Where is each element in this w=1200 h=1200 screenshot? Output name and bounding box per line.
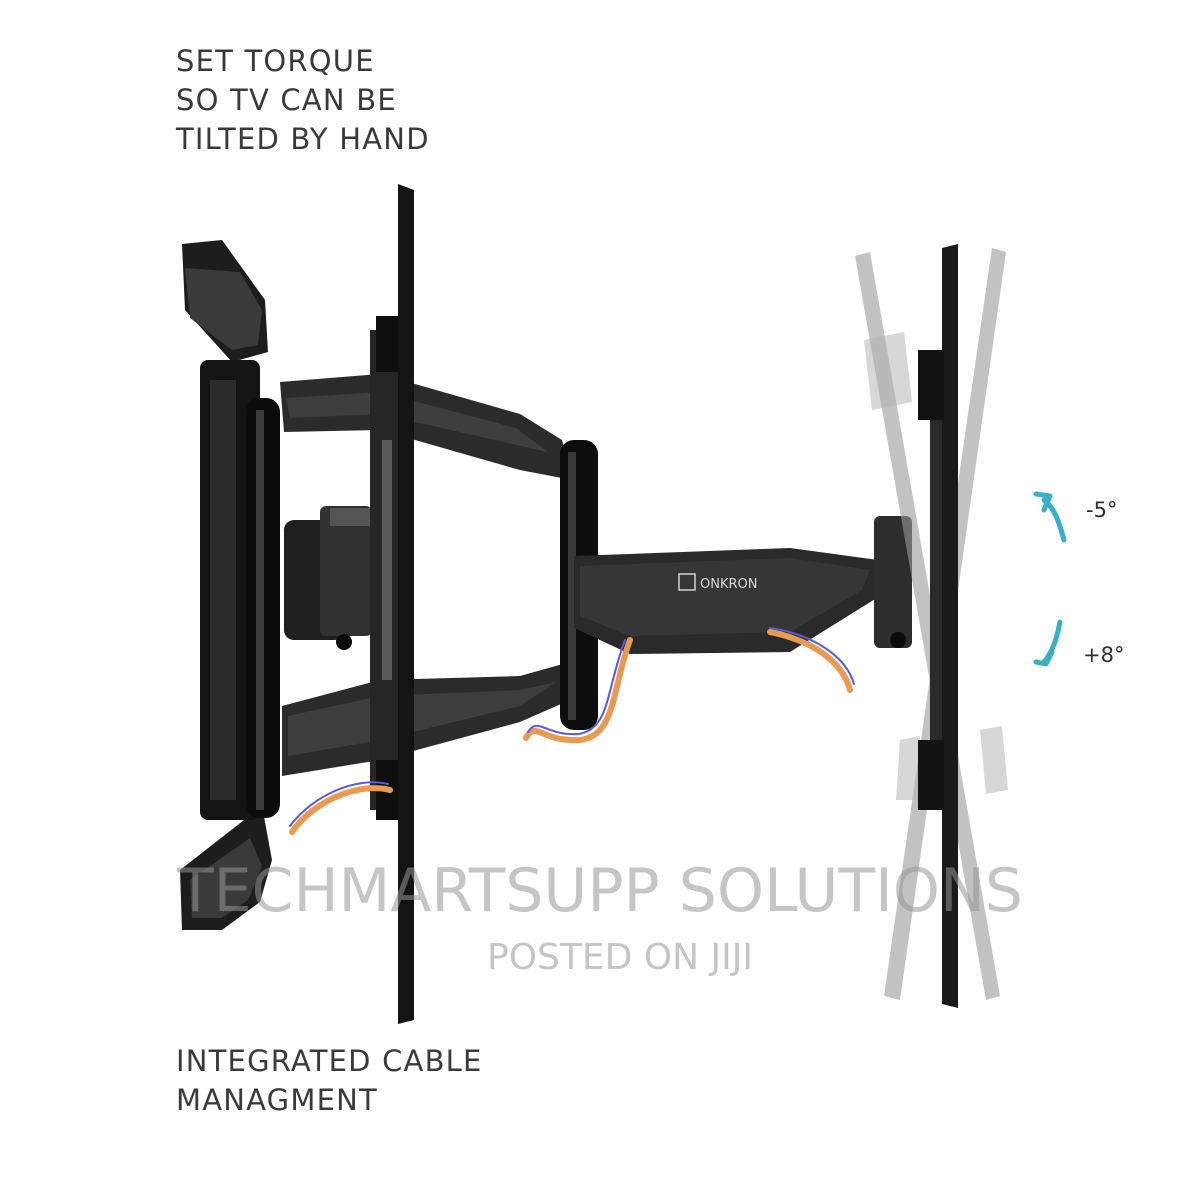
tilt-up-label: -5° bbox=[1086, 498, 1118, 522]
caption-line: SO TV CAN BE bbox=[176, 83, 397, 117]
swing-arm: ONKRON bbox=[560, 440, 912, 730]
brand-logo-text: ONKRON bbox=[700, 577, 757, 592]
upper-arm bbox=[280, 374, 572, 480]
tilt-down-label: +8° bbox=[1083, 643, 1125, 667]
torque-caption: SET TORQUE SO TV CAN BE TILTED BY HAND bbox=[176, 42, 430, 159]
front-tv-plate bbox=[370, 184, 414, 1024]
cable-caption: INTEGRATED CABLE MANAGMENT bbox=[176, 1042, 483, 1120]
side-tv-plate bbox=[918, 244, 958, 1008]
caption-line: TILTED BY HAND bbox=[176, 122, 430, 156]
cables bbox=[289, 627, 855, 835]
caption-line: SET TORQUE bbox=[176, 44, 375, 78]
extended-arms bbox=[280, 374, 572, 776]
tilt-down-arrow-icon bbox=[1033, 619, 1063, 667]
onkron-logo: ONKRON bbox=[678, 573, 757, 592]
caption-line: MANAGMENT bbox=[176, 1083, 378, 1117]
caption-line: INTEGRATED CABLE bbox=[176, 1044, 483, 1078]
wall-plate bbox=[180, 240, 280, 930]
tilt-up-arrow-icon bbox=[1033, 491, 1067, 543]
